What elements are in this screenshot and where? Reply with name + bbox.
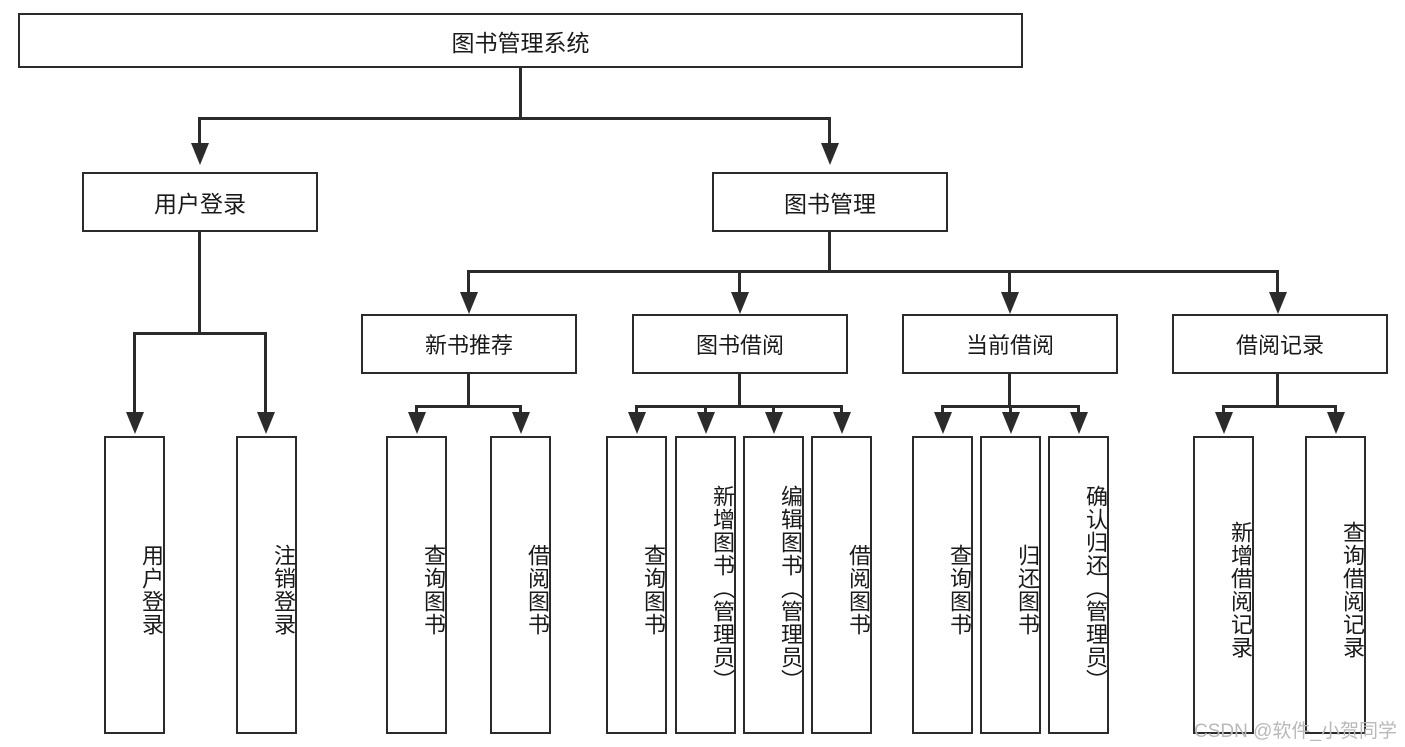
connector-current-borrow-stem <box>1008 374 1011 406</box>
node-current-borrow[interactable]: 当前借阅 <box>902 314 1118 374</box>
arrowhead-new-book-leaf-1 <box>408 412 426 434</box>
connector-user-login-bus <box>133 332 267 335</box>
arrowhead-user-login-leaf-2 <box>257 412 275 434</box>
node-user-login[interactable]: 用户登录 <box>82 172 318 232</box>
leaf-current-borrow-confirm-return[interactable]: 确认归还（管理员） <box>1048 436 1109 734</box>
node-borrow-record[interactable]: 借阅记录 <box>1172 314 1388 374</box>
connector-current-borrow-leaf-2 <box>1009 405 1012 415</box>
connector-book-borrow-leaf-1 <box>635 405 638 415</box>
node-new-book-recommend[interactable]: 新书推荐 <box>361 314 577 374</box>
arrowhead-new-book-leaf-2 <box>512 412 530 434</box>
arrowhead-book-borrow-leaf-4 <box>833 412 851 434</box>
arrowhead-user-login-leaf-1 <box>126 412 144 434</box>
connector-borrow-record-leaf-2 <box>1334 405 1337 415</box>
connector-to-book-borrow <box>738 270 741 292</box>
connector-new-book-leaf-2 <box>519 405 522 415</box>
connector-current-borrow-leaf-3 <box>1077 405 1080 415</box>
leaf-book-borrow-borrow[interactable]: 借阅图书 <box>811 436 872 734</box>
connector-user-login-leaf-1 <box>133 332 136 412</box>
leaf-user-login-logout[interactable]: 注销登录 <box>236 436 297 734</box>
arrowhead-user-login <box>191 143 209 165</box>
connector-to-book-manage <box>828 117 831 143</box>
leaf-borrow-record-query[interactable]: 查询借阅记录 <box>1305 436 1366 734</box>
arrowhead-book-borrow <box>731 292 749 314</box>
arrowhead-book-borrow-leaf-1 <box>628 412 646 434</box>
arrowhead-book-borrow-leaf-2 <box>697 412 715 434</box>
node-book-borrow[interactable]: 图书借阅 <box>632 314 848 374</box>
connector-user-login-stem <box>198 232 201 333</box>
arrowhead-new-book <box>460 292 478 314</box>
arrowhead-current-borrow-leaf-3 <box>1070 412 1088 434</box>
leaf-current-borrow-query[interactable]: 查询图书 <box>912 436 973 734</box>
arrowhead-borrow-record <box>1269 292 1287 314</box>
connector-borrow-record-leaf-1 <box>1222 405 1225 415</box>
arrowhead-current-borrow <box>1001 292 1019 314</box>
leaf-new-book-query[interactable]: 查询图书 <box>386 436 447 734</box>
connector-borrow-record-stem <box>1276 374 1279 406</box>
arrowhead-book-borrow-leaf-3 <box>765 412 783 434</box>
connector-to-current-borrow <box>1008 270 1011 292</box>
connector-current-borrow-leaf-1 <box>941 405 944 415</box>
arrowhead-current-borrow-leaf-2 <box>1002 412 1020 434</box>
leaf-book-borrow-query[interactable]: 查询图书 <box>606 436 667 734</box>
connector-level2-bus <box>198 117 830 120</box>
connector-to-user-login <box>198 117 201 143</box>
connector-user-login-leaf-2 <box>264 332 267 412</box>
leaf-new-book-borrow[interactable]: 借阅图书 <box>490 436 551 734</box>
arrowhead-borrow-record-leaf-2 <box>1327 412 1345 434</box>
connector-book-borrow-bus <box>635 405 843 408</box>
arrowhead-book-manage <box>821 143 839 165</box>
connector-book-manage-stem <box>828 232 831 272</box>
connector-root-stem <box>519 68 522 118</box>
leaf-user-login-login[interactable]: 用户登录 <box>104 436 165 734</box>
leaf-borrow-record-add[interactable]: 新增借阅记录 <box>1193 436 1254 734</box>
connector-new-book-stem <box>467 374 470 406</box>
connector-level3-bus <box>467 270 1279 273</box>
connector-to-new-book <box>467 270 470 292</box>
connector-book-borrow-leaf-4 <box>840 405 843 415</box>
connector-book-borrow-leaf-2 <box>704 405 707 415</box>
arrowhead-borrow-record-leaf-1 <box>1215 412 1233 434</box>
connector-book-borrow-stem <box>738 374 741 406</box>
connector-borrow-record-bus <box>1222 405 1337 408</box>
connector-new-book-leaf-1 <box>415 405 418 415</box>
node-root-system[interactable]: 图书管理系统 <box>18 13 1023 68</box>
leaf-book-borrow-edit[interactable]: 编辑图书（管理员） <box>743 436 804 734</box>
connector-to-borrow-record <box>1276 270 1279 292</box>
leaf-book-borrow-add[interactable]: 新增图书（管理员） <box>675 436 736 734</box>
leaf-current-borrow-return[interactable]: 归还图书 <box>980 436 1041 734</box>
arrowhead-current-borrow-leaf-1 <box>934 412 952 434</box>
node-book-manage[interactable]: 图书管理 <box>712 172 948 232</box>
connector-book-borrow-leaf-3 <box>772 405 775 415</box>
connector-new-book-bus <box>415 405 522 408</box>
